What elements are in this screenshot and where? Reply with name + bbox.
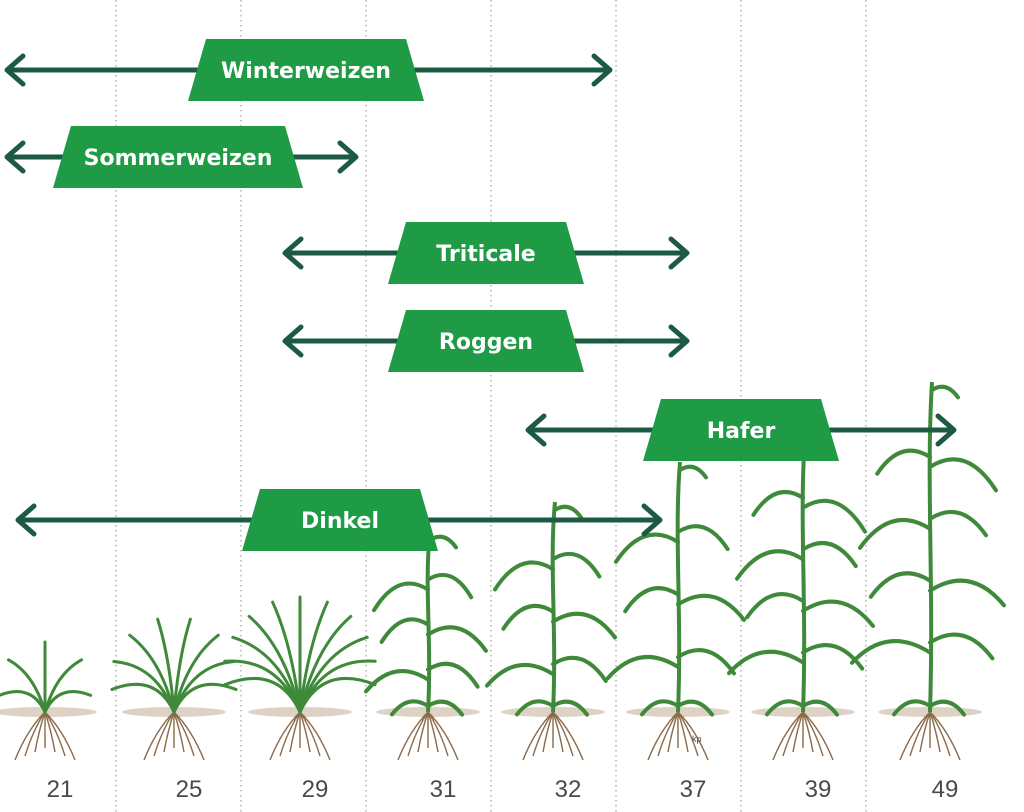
plant-stage-29 [223,595,377,761]
crop-band-winterweizen: Winterweizen [4,39,613,101]
stage-number-39: 39 [805,776,832,803]
plant-stage-49 [850,381,1006,761]
plant-stage-32 [485,501,617,761]
crop-label: Winterweizen [221,59,391,84]
crop-band-triticale: Triticale [282,222,690,284]
stage-number-29: 29 [302,776,329,803]
stage-number-37: 37 [680,776,707,803]
stage-number-21: 21 [47,776,74,803]
crop-band-hafer: Hafer [525,399,957,461]
stage-number-25: 25 [176,776,203,803]
crop-band-sommerweizen: Sommerweizen [4,126,359,188]
illustration-credit: kp [692,734,702,744]
plant-stage-37 [606,461,746,761]
plant-stage-21 [0,640,97,761]
plant-stage-31 [364,531,488,761]
stage-number-32: 32 [555,776,582,803]
crop-label: Hafer [707,419,776,444]
crop-band-roggen: Roggen [282,310,690,372]
plant-stage-39 [727,436,875,761]
plant-stage-25 [110,617,238,761]
crop-band-dinkel: Dinkel [15,489,663,551]
plant-illustrations [0,381,1006,761]
crop-label: Roggen [439,330,533,355]
crop-label: Sommerweizen [84,146,273,171]
crop-label: Dinkel [301,509,379,534]
crop-label: Triticale [436,242,535,267]
stage-number-31: 31 [430,776,457,803]
crop-timing-bands: WinterweizenSommerweizenTriticaleRoggenH… [4,39,957,551]
stage-number-49: 49 [932,776,959,803]
growth-stage-axis: 21 25 29 31 32 37 39 49 [47,776,959,803]
